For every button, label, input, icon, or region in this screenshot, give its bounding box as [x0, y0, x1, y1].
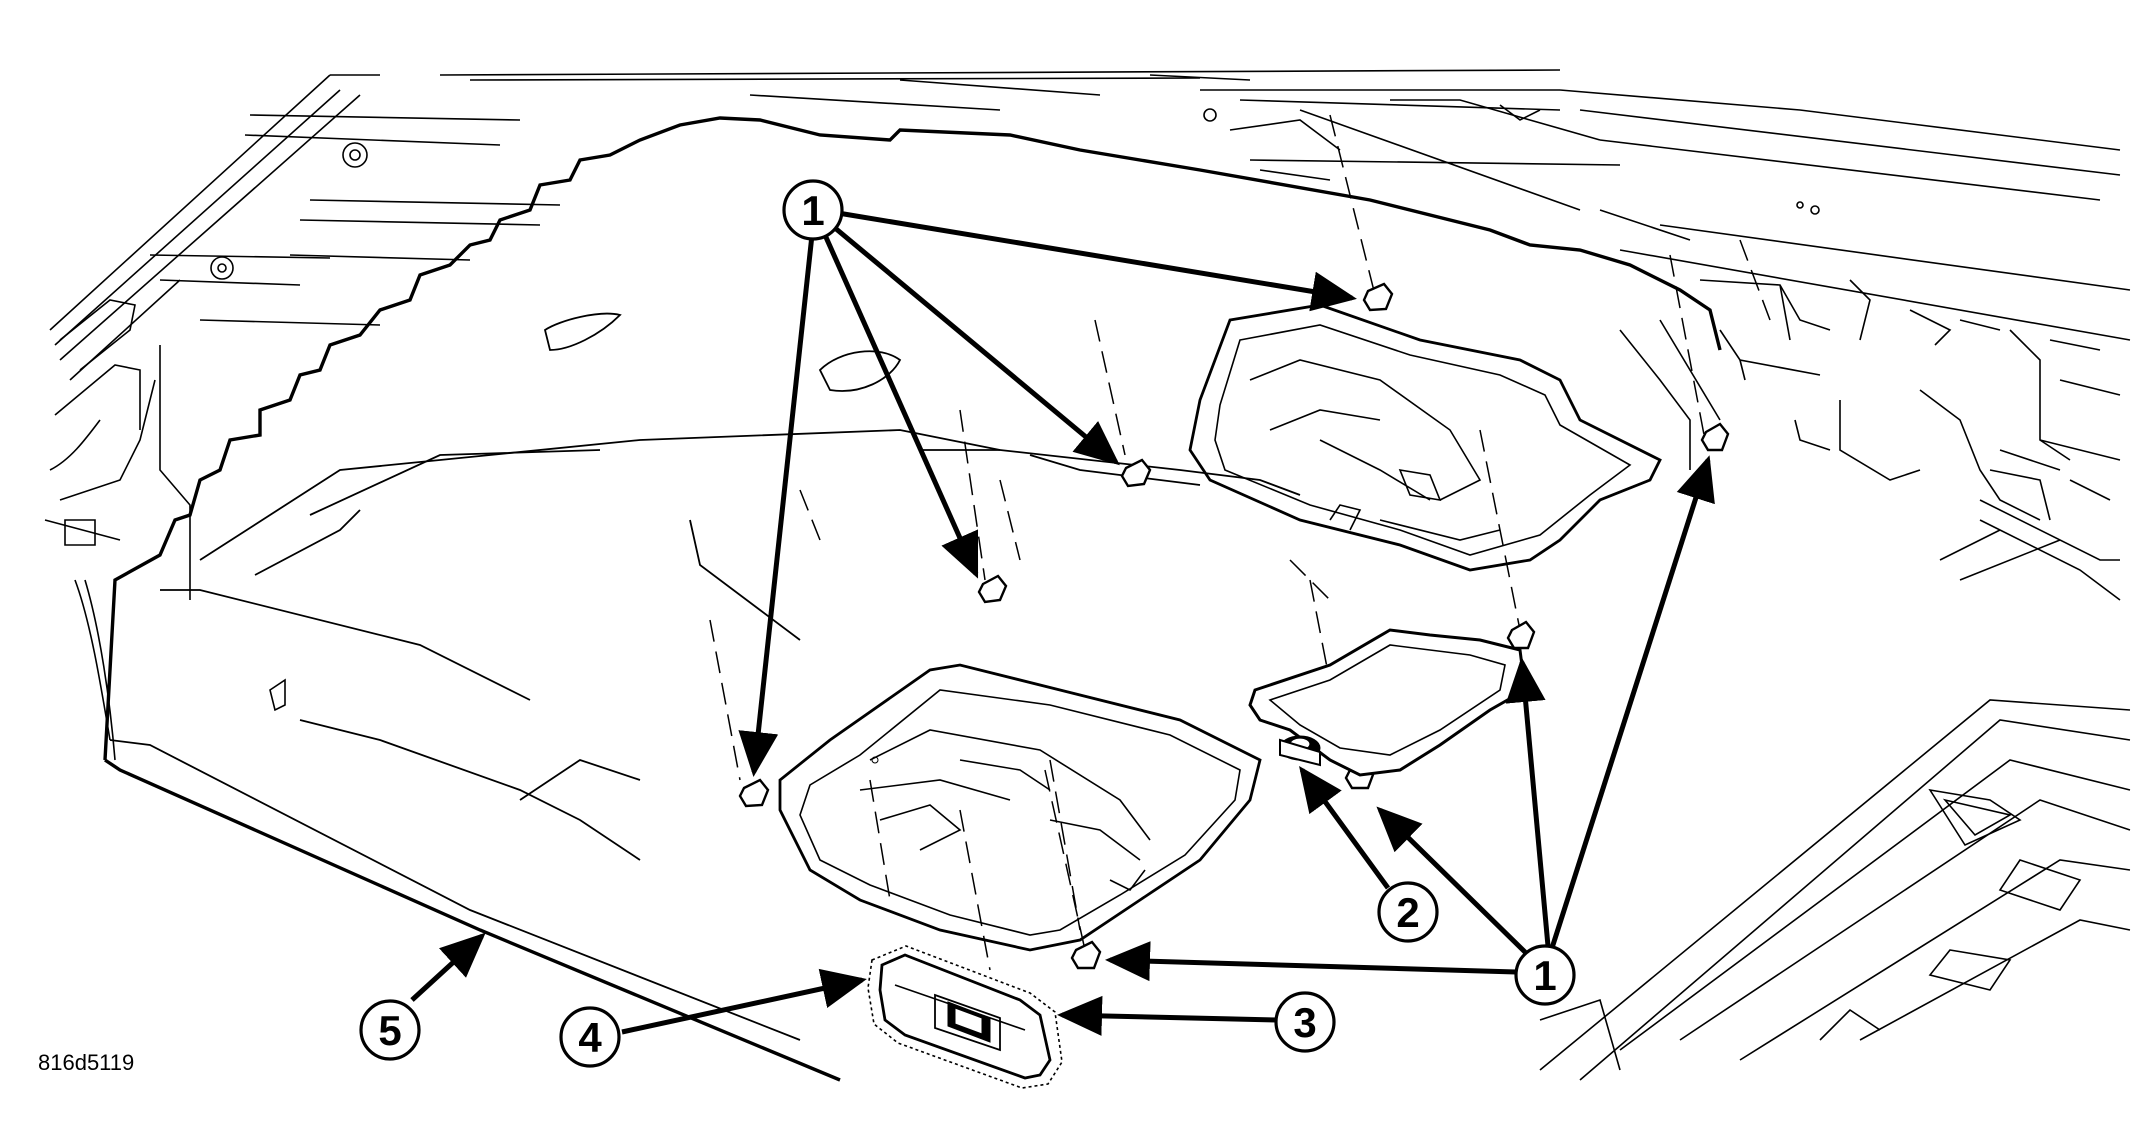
callout-1-bottom-label: 1: [1533, 952, 1556, 999]
callout-3: 3: [1274, 991, 1336, 1053]
callouts: 1 1 2 3 4 5: [359, 179, 1576, 1068]
arrow-4-to-console: [621, 968, 867, 1035]
arrow-1-top-to-clip-4: [738, 234, 815, 777]
clip-2: [1120, 458, 1152, 488]
clip-4: [738, 778, 770, 808]
callout-4: 4: [559, 1006, 621, 1068]
arrow-1-bottom-to-clip-5: [1549, 455, 1715, 949]
callout-5: 5: [359, 999, 421, 1061]
arrow-1-top-to-clip-2: [833, 226, 1120, 466]
clip-5: [1700, 422, 1730, 452]
clip-3: [977, 574, 1008, 604]
leader-arrows: [410, 210, 1715, 1036]
arrow-1-bottom-to-clip-6: [1505, 657, 1551, 947]
figure-code: 816d5119: [38, 1050, 134, 1075]
grab-handle-bracket: [1248, 628, 1527, 777]
roof-structure: [44, 69, 2131, 1081]
arrow-1-bottom-to-clip-8: [1105, 941, 1517, 982]
callout-1-bottom: 1: [1514, 944, 1576, 1006]
clip-8: [1070, 940, 1102, 970]
overhead-console: [867, 945, 1063, 1089]
clip-1: [1362, 282, 1394, 312]
callout-5-label: 5: [378, 1007, 401, 1054]
callout-4-label: 4: [578, 1014, 602, 1061]
alignment-lines: [709, 114, 1771, 971]
arrow-5-to-headliner: [410, 932, 486, 1002]
clip-6: [1506, 620, 1536, 650]
callout-1-top: 1: [782, 179, 844, 241]
arrow-1-top-to-clip-3: [822, 233, 979, 579]
callout-2-label: 2: [1396, 889, 1419, 936]
headliner-panel: [103, 116, 1722, 1082]
arrow-1-top-to-clip-1: [837, 210, 1357, 312]
callout-2: 2: [1377, 881, 1439, 943]
callout-3-label: 3: [1293, 999, 1316, 1046]
arrow-1-bottom-to-bracket: [1376, 806, 1528, 955]
dome-lamp-openings: [778, 303, 1662, 952]
arrow-3-to-console: [1057, 995, 1279, 1036]
callout-1-top-label: 1: [801, 187, 824, 234]
arrow-2-to-fastener: [1299, 765, 1391, 890]
